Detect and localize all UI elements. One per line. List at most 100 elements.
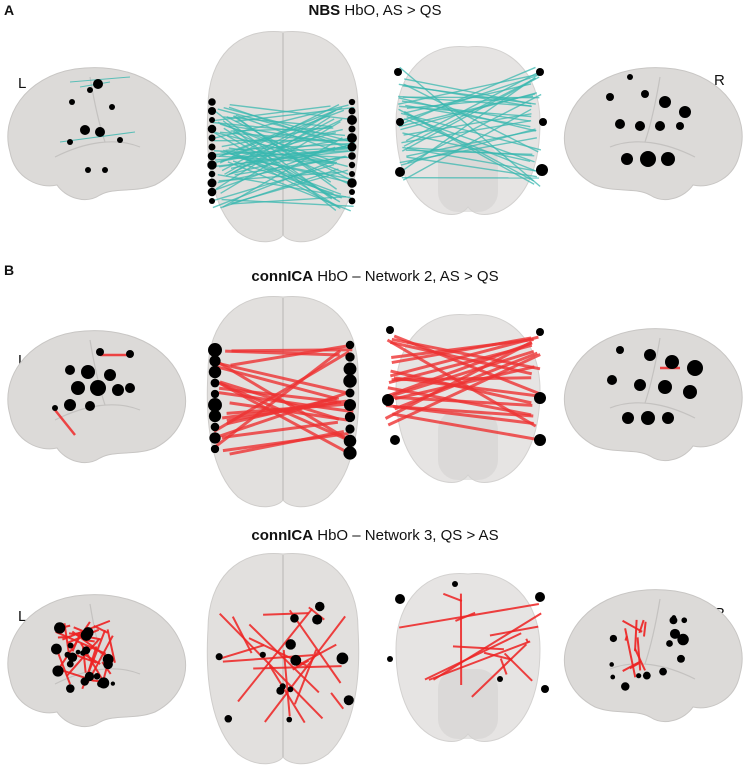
panel-b-title-rest: HbO – Network 2, AS > QS bbox=[313, 268, 499, 285]
panel-c-right-edge bbox=[624, 635, 628, 641]
panel-b-top-node bbox=[343, 434, 357, 448]
panel-a-right-brain-fissure bbox=[644, 76, 661, 143]
panel-c-left-node bbox=[110, 681, 116, 686]
panel-c-top-node bbox=[336, 652, 349, 665]
panel-a-top-node bbox=[348, 107, 356, 115]
panel-b-right-node bbox=[634, 379, 646, 391]
panel-c-top-node bbox=[285, 639, 296, 650]
panel-c-top-edge bbox=[330, 692, 345, 710]
panel-b-front-edge bbox=[391, 337, 541, 371]
panel-c-brain-views bbox=[7, 552, 743, 765]
panel-b-front-edge bbox=[385, 403, 534, 425]
panel-b-right-node bbox=[644, 349, 656, 361]
panel-c-top-edge bbox=[282, 649, 291, 717]
panel-c-top-node bbox=[276, 686, 285, 695]
panel-b-left-brain-fissure bbox=[89, 339, 106, 406]
panel-a-right-node bbox=[676, 122, 684, 130]
panel-c-left-node bbox=[82, 627, 94, 639]
panel-a-top-edge bbox=[213, 146, 336, 191]
panel-b-top-node bbox=[208, 409, 222, 423]
panel-c-front-edge bbox=[455, 611, 476, 622]
panel-b-top-edge bbox=[221, 420, 339, 440]
panel-a-left-node bbox=[69, 99, 75, 105]
panel-c-left-node bbox=[80, 677, 89, 686]
panel-b-letter: B bbox=[4, 262, 15, 278]
panel-a-right-node bbox=[640, 151, 656, 167]
panel-a-title-bold: NBS bbox=[308, 2, 341, 19]
panel-c-right-node bbox=[642, 671, 651, 680]
panel-a-front-edge bbox=[398, 74, 540, 123]
panel-b-right-node bbox=[616, 346, 624, 354]
panel-a-top-edge bbox=[230, 195, 347, 205]
panel-c-top-node bbox=[315, 601, 325, 612]
panel-a-front-edge bbox=[398, 97, 537, 132]
panel-c-right-edge bbox=[622, 619, 643, 633]
panel-b-top-edge bbox=[229, 401, 352, 423]
panel-c-top-node bbox=[287, 686, 294, 693]
panel-a-top-node bbox=[347, 142, 357, 152]
panel-a-front-edge bbox=[398, 95, 532, 107]
panel-a-left-edge bbox=[59, 131, 136, 143]
panel-a-top-node bbox=[208, 98, 216, 106]
panel-a-top-edge bbox=[212, 157, 340, 209]
panel-a-top-edge bbox=[213, 105, 331, 122]
panel-a-top-node bbox=[207, 178, 217, 188]
panel-b-top-edge bbox=[218, 386, 342, 404]
panel-a-top-node bbox=[348, 152, 356, 160]
panel-c-right-edge bbox=[629, 662, 640, 670]
panel-c-right-node bbox=[610, 674, 616, 680]
panel-c-left-edge bbox=[106, 629, 116, 663]
panel-c-right-node bbox=[681, 617, 688, 624]
panel-c-left-edge bbox=[55, 648, 72, 685]
panel-b-top-node bbox=[208, 398, 222, 412]
panel-b-title-bold: connICA bbox=[251, 268, 314, 285]
panel-a-top-edge bbox=[217, 121, 349, 175]
panel-c-left-label: L bbox=[18, 608, 27, 625]
panel-c-left-node bbox=[103, 659, 113, 670]
panel-b-right-node bbox=[658, 380, 672, 394]
panel-a-front-node bbox=[395, 167, 405, 177]
panel-a-right-node bbox=[659, 96, 671, 108]
panel-b-brain-views bbox=[7, 295, 743, 508]
panel-c-left-node bbox=[67, 642, 74, 649]
panel-a-left-node bbox=[93, 79, 103, 89]
panel-a-top-node bbox=[348, 98, 356, 106]
panel-c-top-node bbox=[312, 614, 323, 625]
panel-c-left-node bbox=[66, 684, 75, 693]
panel-a-front-brain-cerebellum bbox=[438, 142, 498, 212]
panel-b-front-edge bbox=[392, 412, 541, 442]
panel-a-top-edge bbox=[214, 149, 355, 168]
panel-c-front-node bbox=[452, 581, 458, 587]
panel-a-top-node bbox=[348, 188, 356, 196]
panel-c-right-node bbox=[609, 662, 614, 667]
panel-b-left-node bbox=[71, 381, 85, 395]
panel-b-right-node bbox=[641, 411, 655, 425]
panel-a-front-edge bbox=[402, 132, 531, 163]
panel-c-title: connICA HbO – Network 3, QS > AS bbox=[0, 527, 750, 544]
panel-c-top-edge bbox=[219, 644, 265, 660]
panel-a-left-node bbox=[85, 167, 91, 173]
panel-c-front-edge bbox=[503, 652, 533, 682]
panel-a-front-edge bbox=[401, 119, 532, 144]
panel-a-front-edge bbox=[406, 156, 537, 178]
panel-a-front-edge bbox=[400, 112, 542, 151]
panel-a-right-node bbox=[615, 119, 625, 129]
panel-b-left-node bbox=[126, 350, 134, 358]
panel-c-left-node bbox=[54, 622, 66, 634]
panel-b-front-node bbox=[390, 435, 400, 445]
panel-a-front-node bbox=[539, 118, 547, 126]
panel-c-top-node bbox=[224, 714, 233, 723]
panel-a-left-node bbox=[117, 137, 123, 143]
panel-a-top-edge bbox=[219, 131, 335, 142]
panel-b-right-brain bbox=[563, 328, 743, 461]
panel-b-top-node bbox=[208, 343, 222, 357]
panel-c-right-edge bbox=[634, 619, 638, 652]
panel-a-left-node bbox=[67, 139, 73, 145]
panel-b-front-edge bbox=[386, 338, 537, 428]
panel-a-top-node bbox=[347, 178, 357, 188]
panel-c-top-node bbox=[259, 651, 266, 658]
panel-a-letter: A bbox=[4, 2, 15, 18]
panel-c-top-edge bbox=[264, 615, 346, 723]
panel-b-top-edge bbox=[226, 396, 340, 426]
panel-a-front-edge bbox=[402, 108, 532, 181]
